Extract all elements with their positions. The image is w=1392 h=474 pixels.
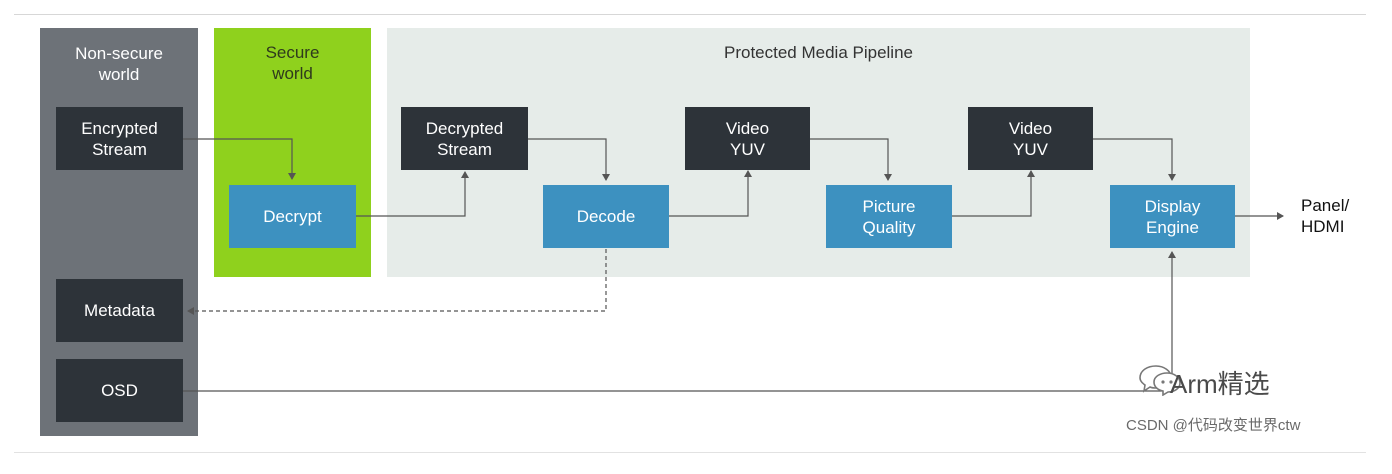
panel-hdmi-label: Panel/ HDMI (1301, 196, 1350, 236)
wechat-icon (1139, 365, 1181, 396)
non-secure-world-title: Non-secure world (75, 44, 163, 84)
picture-quality-box: Picture Quality (826, 185, 952, 248)
arrow-decrypt-to-decrypted-stream (356, 171, 469, 217)
display-engine-box: Display Engine (1110, 185, 1235, 248)
decrypt-box: Decrypt (229, 185, 356, 248)
decrypted-stream-box: Decrypted Stream (401, 107, 528, 170)
metadata-box: Metadata (56, 279, 183, 342)
arrow-yuv2-to-display-engine (1093, 138, 1176, 181)
bottom-divider (14, 452, 1366, 453)
arrow-osd-to-display-engine (183, 251, 1176, 392)
protected-media-pipeline-region: Protected Media Pipeline (387, 28, 1250, 277)
pipeline-title: Protected Media Pipeline (723, 43, 913, 62)
osd-box: OSD (56, 359, 183, 422)
arrow-decrypted-to-decode (528, 138, 610, 181)
watermark-credit-text: CSDN @代码改变世界ctw (1126, 417, 1301, 434)
secure-world-title: Secure world (265, 43, 320, 83)
arrow-encrypted-to-decrypt (183, 138, 296, 180)
video-yuv-box-1: Video YUV (685, 107, 810, 170)
arrow-yuv1-to-picture-quality (810, 138, 892, 181)
decode-box: Decode (543, 185, 669, 248)
video-yuv-box-2: Video YUV (968, 107, 1093, 170)
encrypted-stream-box: Encrypted Stream (56, 107, 183, 170)
arrow-picture-quality-to-yuv2 (952, 170, 1035, 217)
watermark-logo-text: Arm精选 (1170, 369, 1270, 399)
arrow-decode-to-yuv1 (669, 170, 752, 217)
top-divider (14, 14, 1366, 15)
dashed-arrow-decode-to-metadata (187, 249, 607, 315)
